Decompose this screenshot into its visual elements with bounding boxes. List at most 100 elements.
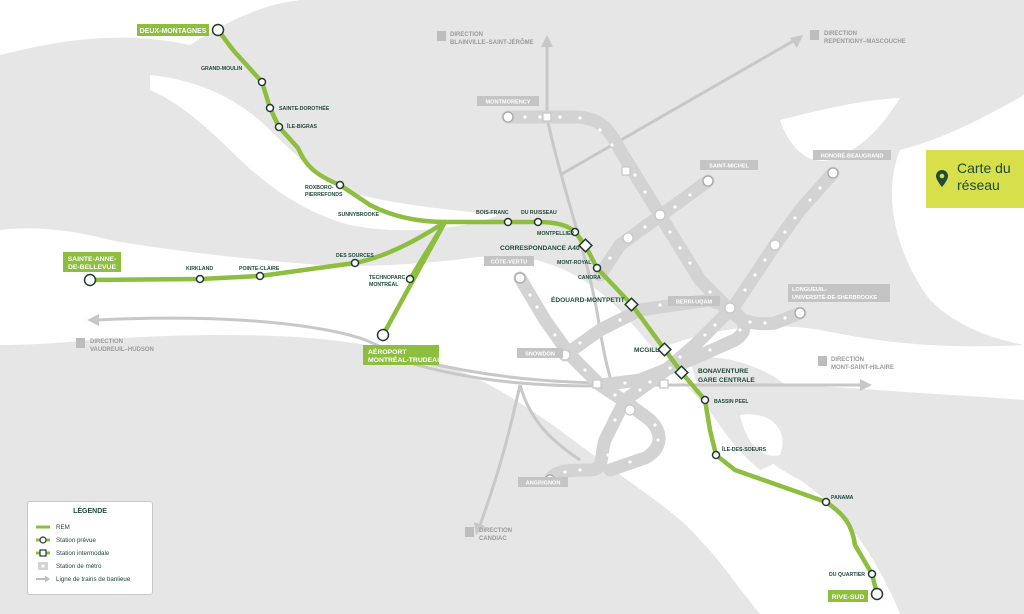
rem-station-panama <box>821 497 831 507</box>
svg-text:SAINTE-DOROTHÉE: SAINTE-DOROTHÉE <box>279 104 330 112</box>
svg-text:DU RUISSEAU: DU RUISSEAU <box>521 210 557 216</box>
svg-text:ÎLE-DES-SOEURS: ÎLE-DES-SOEURS <box>721 445 767 453</box>
metro-station <box>702 175 714 187</box>
svg-text:BASSIN PEEL: BASSIN PEEL <box>714 399 749 405</box>
svg-text:DIRECTION: DIRECTION <box>450 32 483 38</box>
svg-text:GRAND-MOULIN: GRAND-MOULIN <box>201 66 242 72</box>
legend-item-rem: REM <box>36 522 70 532</box>
intermodal-edouard-montpetit <box>624 297 639 312</box>
rem-station-ile-des-soeurs <box>711 450 721 460</box>
metro-station <box>514 272 526 284</box>
direction-labels: DIRECTION BLAINVILLE–SAINT-JÉRÔME DIRECT… <box>76 30 906 542</box>
terminal-label-sainte-anne-2: DE-BELLEVUE <box>68 264 116 271</box>
svg-text:SUNNYBROOKE: SUNNYBROOKE <box>338 212 379 218</box>
terminal-label-aeroport-1: AÉROPORT <box>368 347 407 356</box>
map-pin-icon <box>936 170 948 187</box>
svg-text:BLAINVILLE–SAINT-JÉRÔME: BLAINVILLE–SAINT-JÉRÔME <box>450 38 534 46</box>
rem-station-sainte-anne <box>83 273 97 287</box>
metro-terminal-labels: MONTMORENCY SAINT-MICHEL HONORÉ-BEAUGRAN… <box>477 96 891 487</box>
metro-station <box>827 167 839 179</box>
terminal-label-deux-montagnes: DEUX-MONTAGNES <box>140 28 207 35</box>
svg-text:ÉDOUARD-MONTPETIT: ÉDOUARD-MONTPETIT <box>551 295 625 304</box>
terminal-label-aeroport-2: MONTRÉAL-TRUDEAU <box>368 355 442 364</box>
map-title: Carte du réseau <box>957 160 1011 193</box>
train-icon <box>76 338 85 348</box>
svg-text:HONORÉ-BEAUGRAND: HONORÉ-BEAUGRAND <box>821 152 884 160</box>
rem-station-du-ruisseau <box>533 217 543 227</box>
svg-text:BOIS-FRANC: BOIS-FRANC <box>476 210 509 216</box>
svg-text:SAINT-MICHEL: SAINT-MICHEL <box>709 164 749 170</box>
svg-text:VAUDREUIL–HUDSON: VAUDREUIL–HUDSON <box>90 347 154 353</box>
rem-station-sainte-dorothee <box>265 103 275 113</box>
legend: LÉGENDE REM Station prévue Station inter… <box>27 501 153 595</box>
rem-station-aeroport <box>376 328 390 342</box>
rem-station-deux-montagnes <box>211 23 225 37</box>
intermodal-labels: CORRESPONDANCE A40 ÉDOUARD-MONTPETIT MCG… <box>500 245 755 384</box>
svg-text:PANAMA: PANAMA <box>831 495 854 501</box>
rem-station-du-quartier <box>867 569 877 579</box>
rem-station-bois-franc <box>503 217 513 227</box>
svg-text:TECHNOPARC: TECHNOPARC <box>369 275 405 281</box>
metro-station <box>624 404 636 416</box>
svg-text:DU QUARTIER: DU QUARTIER <box>829 572 865 578</box>
commuter-arrowheads <box>87 35 872 535</box>
svg-text:MONTMORENCY: MONTMORENCY <box>485 100 530 106</box>
svg-text:POINTE-CLAIRE: POINTE-CLAIRE <box>239 266 280 272</box>
svg-text:DIRECTION: DIRECTION <box>824 31 857 37</box>
metro-station <box>592 379 602 389</box>
legend-title: LÉGENDE <box>73 508 107 515</box>
rem-stations <box>83 23 884 601</box>
svg-text:REPENTIGNY–MASCOUCHE: REPENTIGNY–MASCOUCHE <box>824 39 906 45</box>
train-icon <box>465 527 474 537</box>
rem-intermodal-stations <box>578 238 689 380</box>
metro-station <box>621 166 631 176</box>
rem-station-ile-bigras <box>274 122 284 132</box>
svg-text:GARE CENTRALE: GARE CENTRALE <box>698 377 755 384</box>
svg-text:MCGILL: MCGILL <box>634 347 659 354</box>
svg-text:MONT-SAINT-HILAIRE: MONT-SAINT-HILAIRE <box>831 365 894 371</box>
intermodal-correspondance-a40 <box>578 238 593 253</box>
rem-station-grand-moulin <box>257 77 267 87</box>
svg-text:BERRI-UQAM: BERRI-UQAM <box>676 300 713 306</box>
terminal-label-sainte-anne-1: SAINTE-ANNE- <box>68 256 117 263</box>
terminal-labels: DEUX-MONTAGNES SAINTE-ANNE- DE-BELLEVUE … <box>63 24 868 602</box>
legend-item-planned-station: Station prévue <box>36 535 96 545</box>
legend-item-commuter-train: Ligne de trains de banlieue <box>36 574 130 584</box>
rem-station-technoparc <box>405 274 415 284</box>
svg-text:MONTRÉAL: MONTRÉAL <box>369 280 399 288</box>
svg-text:UNIVERSITÉ-DE-SHERBROOKE: UNIVERSITÉ-DE-SHERBROOKE <box>792 293 877 301</box>
rem-station-des-sources <box>350 258 360 268</box>
svg-text:KIRKLAND: KIRKLAND <box>186 266 213 272</box>
svg-text:CANDIAC: CANDIAC <box>479 536 507 542</box>
svg-text:MONTPELLIER: MONTPELLIER <box>537 231 574 237</box>
rem-station-rive-sud <box>870 587 884 601</box>
metro-station <box>542 112 552 122</box>
commuter-train-arrow-icon <box>36 575 50 583</box>
rem-station-mont-royal <box>592 263 602 273</box>
planned-station-icon <box>36 536 50 544</box>
svg-text:CANORA: CANORA <box>578 275 601 281</box>
svg-text:ÎLE-BIGRAS: ÎLE-BIGRAS <box>286 122 318 130</box>
metro-station <box>769 239 781 251</box>
rem-station-kirkland <box>195 274 205 284</box>
rem-station-bassin-peel <box>700 395 710 405</box>
intermodal-mcgill <box>657 342 672 357</box>
metro-station-icon <box>38 562 48 570</box>
rem-station-roxboro <box>335 180 345 190</box>
svg-text:ROXBORO-: ROXBORO- <box>305 185 334 191</box>
train-icon <box>818 356 827 366</box>
intermodal-station-icon <box>36 549 50 557</box>
svg-text:BONAVENTURE: BONAVENTURE <box>698 368 749 375</box>
svg-text:DIRECTION: DIRECTION <box>831 357 864 363</box>
svg-text:LONGUEUIL-: LONGUEUIL- <box>792 287 827 293</box>
metro-station <box>794 307 806 319</box>
rem-station-labels: GRAND-MOULIN SAINTE-DOROTHÉE ÎLE-BIGRAS … <box>186 66 865 578</box>
terminal-label-rive-sud: RIVE-SUD <box>832 594 865 601</box>
svg-text:PIERREFONDS: PIERREFONDS <box>305 192 343 198</box>
train-icon <box>437 31 446 41</box>
svg-text:DIRECTION: DIRECTION <box>90 339 123 345</box>
svg-text:CORRESPONDANCE A40: CORRESPONDANCE A40 <box>500 245 580 252</box>
svg-text:CÔTE-VERTU: CÔTE-VERTU <box>491 258 527 266</box>
